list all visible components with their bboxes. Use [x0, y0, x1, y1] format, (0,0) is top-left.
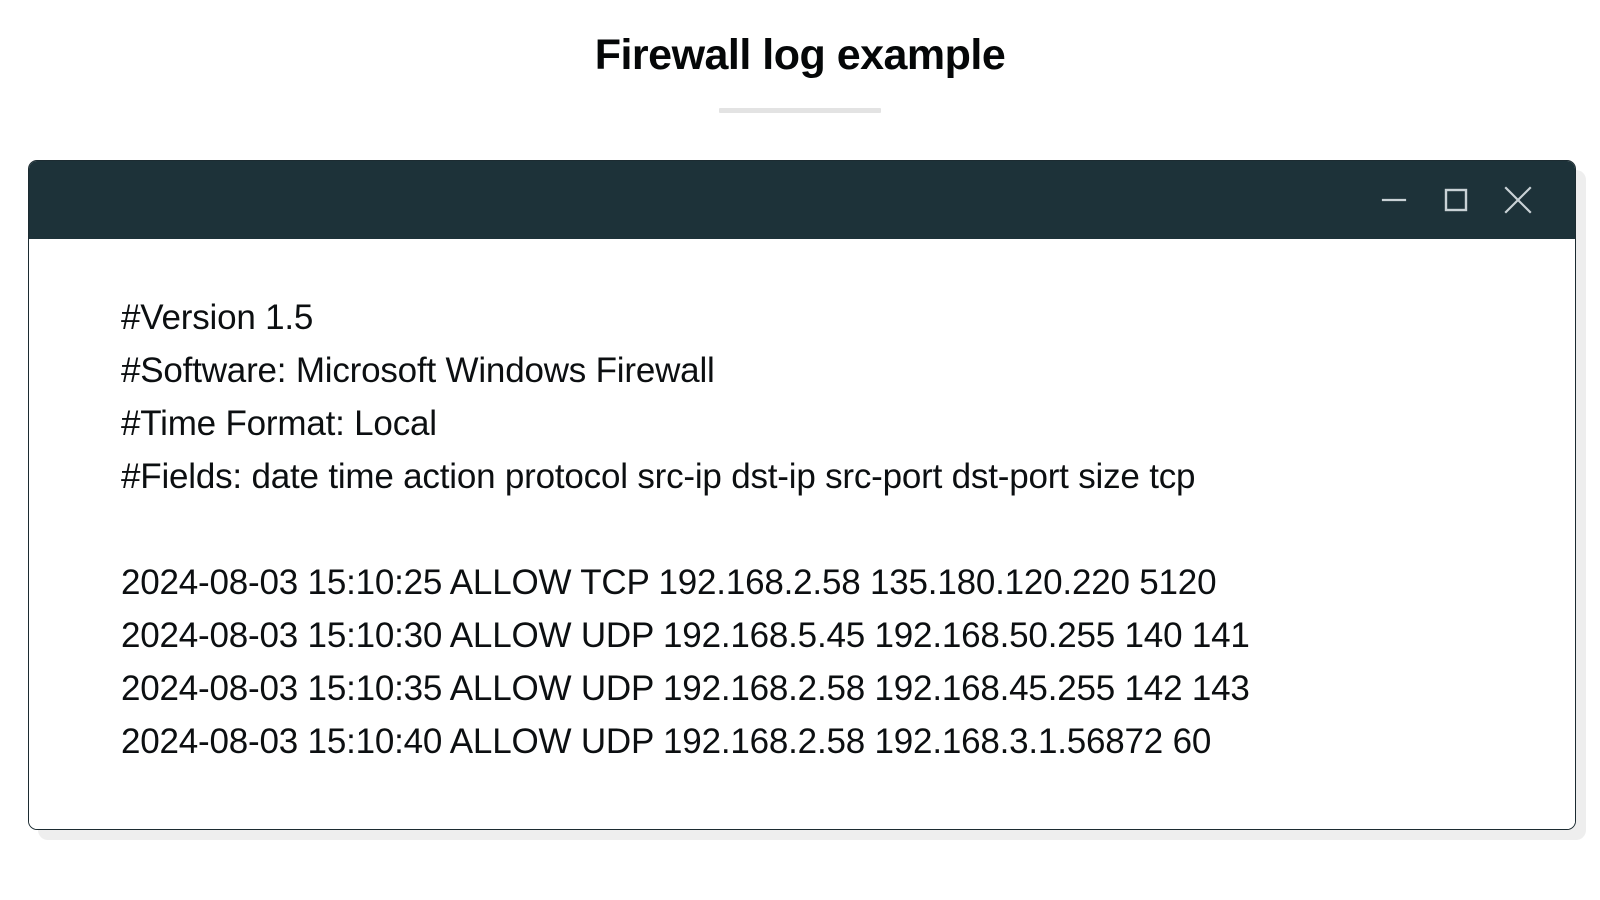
page-title: Firewall log example — [594, 31, 1006, 79]
window-maximize-button[interactable] — [1425, 170, 1487, 230]
log-blank-line — [121, 503, 1575, 556]
window-titlebar — [29, 161, 1575, 239]
minimize-icon — [1377, 183, 1411, 217]
maximize-icon — [1439, 183, 1473, 217]
log-header-block: #Version 1.5 #Software: Microsoft Window… — [121, 298, 1196, 496]
page-header: Firewall log example — [0, 0, 1600, 113]
log-window: #Version 1.5 #Software: Microsoft Window… — [28, 160, 1576, 830]
log-window-container: #Version 1.5 #Software: Microsoft Window… — [28, 160, 1586, 840]
close-icon — [1498, 180, 1538, 220]
log-window-body: #Version 1.5 #Software: Microsoft Window… — [29, 239, 1575, 829]
window-close-button[interactable] — [1487, 170, 1549, 230]
window-minimize-button[interactable] — [1363, 170, 1425, 230]
title-divider — [719, 107, 881, 113]
log-entries-block: 2024-08-03 15:10:25 ALLOW TCP 192.168.2.… — [121, 563, 1250, 761]
